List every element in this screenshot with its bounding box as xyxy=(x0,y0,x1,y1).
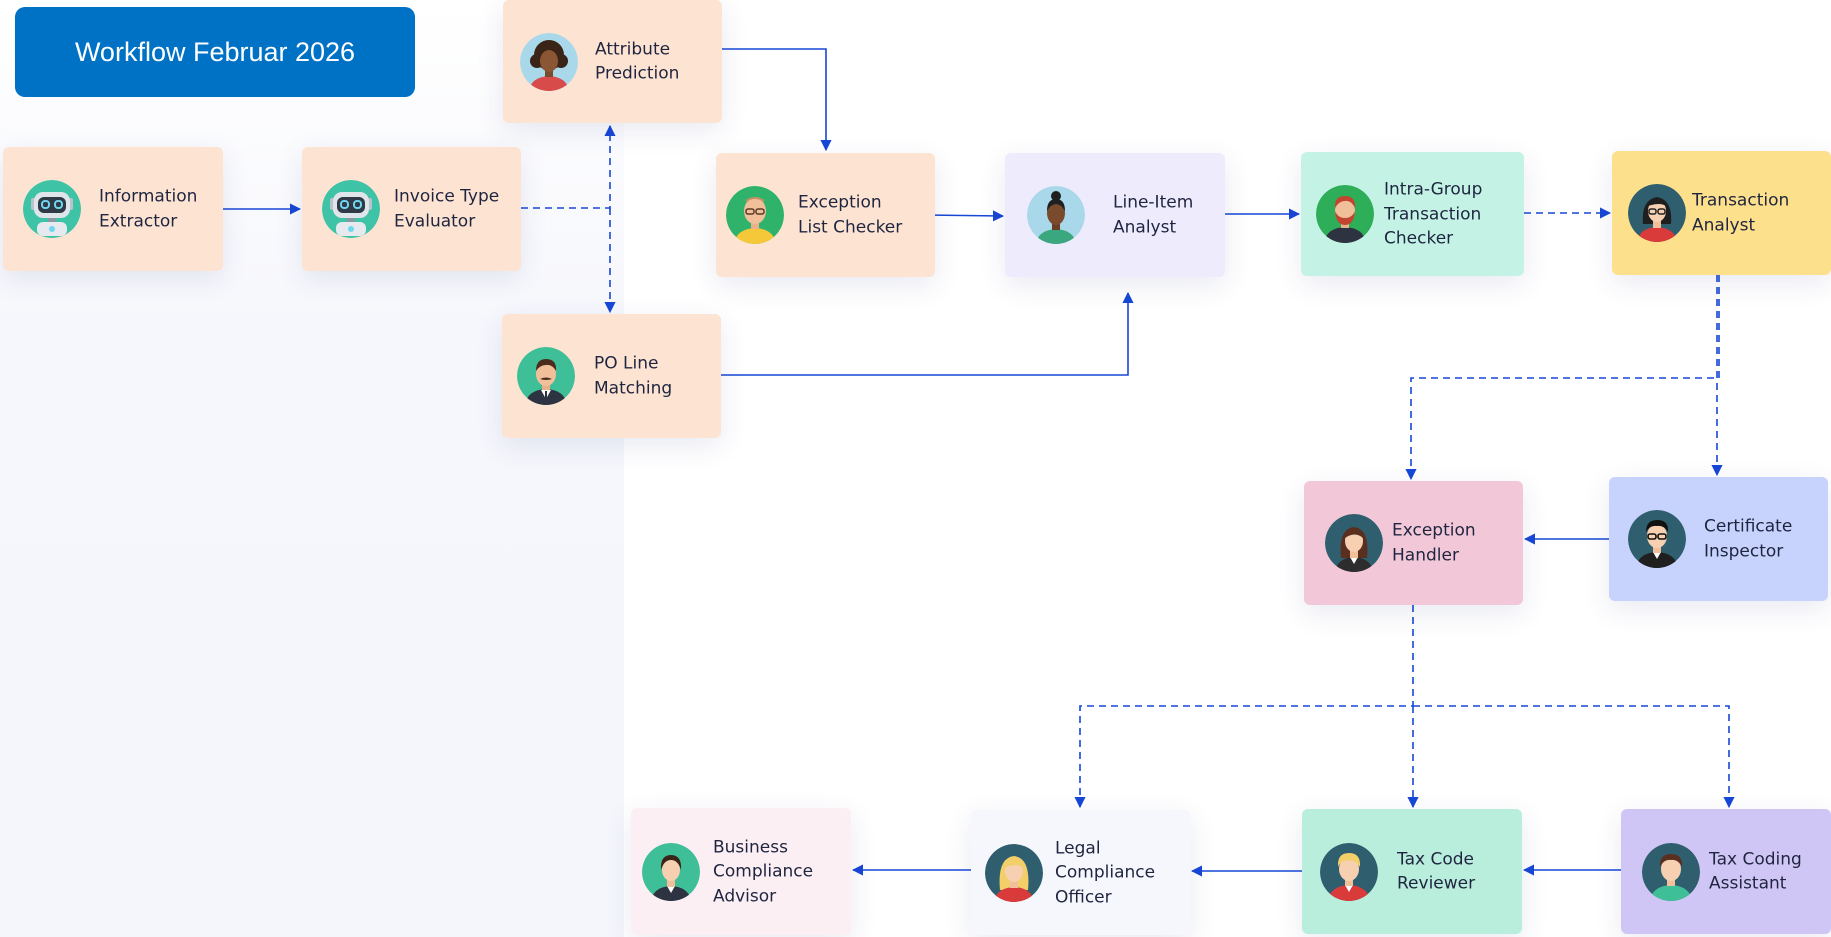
node-tax-code-reviewer[interactable]: Tax Code Reviewer xyxy=(1302,809,1522,934)
node-label: Invoice Type Evaluator xyxy=(394,186,500,232)
node-legal-compliance-officer[interactable]: Legal Compliance Officer xyxy=(971,810,1190,935)
edge-exception-handler-to-legal-compliance-officer xyxy=(1074,605,1414,809)
blonde-man-avatar-icon xyxy=(1320,842,1378,901)
node-intra-group-transaction-checker[interactable]: Intra-Group Transaction Checker xyxy=(1301,152,1524,276)
woman-glasses-avatar-icon xyxy=(1628,184,1686,242)
node-label: Line-Item Analyst xyxy=(1113,192,1194,238)
node-label: Information Extractor xyxy=(99,186,198,232)
node-exception-handler[interactable]: Exception Handler xyxy=(1304,481,1523,605)
node-label: Intra-Group Transaction Checker xyxy=(1384,179,1483,249)
node-certificate-inspector[interactable]: Certificate Inspector xyxy=(1609,477,1828,601)
robot-icon xyxy=(23,180,81,238)
node-information-extractor[interactable]: Information Extractor xyxy=(3,147,223,271)
node-invoice-type-evaluator[interactable]: Invoice Type Evaluator xyxy=(302,147,521,271)
node-attribute-prediction[interactable]: Attribute Prediction xyxy=(503,0,722,123)
node-business-compliance-advisor[interactable]: Business Compliance Advisor xyxy=(631,808,851,935)
node-label: Tax Coding Assistant xyxy=(1709,849,1802,894)
node-exception-list-checker[interactable]: Exception List Checker xyxy=(716,153,935,277)
node-label: Legal Compliance Officer xyxy=(1055,837,1156,907)
bald-man-glasses-avatar-icon xyxy=(726,186,784,244)
man-mustache-avatar-icon xyxy=(517,347,575,405)
node-label: Business Compliance Advisor xyxy=(713,836,814,906)
woman-long-hair-avatar-icon xyxy=(1325,514,1383,572)
node-line-item-analyst[interactable]: Line-Item Analyst xyxy=(1005,153,1225,277)
node-label: Transaction Analyst xyxy=(1692,190,1790,236)
blonde-woman-avatar-icon xyxy=(985,843,1043,902)
man-green-shirt-avatar-icon xyxy=(1642,842,1700,901)
businesswoman-avatar-icon xyxy=(642,842,700,901)
woman-bun-avatar-icon xyxy=(1027,186,1085,244)
edge-exception-handler-to-tax-coding-assistant xyxy=(1413,705,1735,809)
workflow-title: Workflow Februar 2026 xyxy=(15,7,415,97)
node-po-line-matching[interactable]: PO Line Matching xyxy=(502,314,721,438)
node-label: Exception List Checker xyxy=(798,192,903,238)
woman-curly-hair-avatar-icon xyxy=(520,32,578,91)
bearded-man-avatar-icon xyxy=(1316,185,1374,243)
node-label: Attribute Prediction xyxy=(595,39,680,84)
man-glasses-avatar-icon xyxy=(1628,510,1686,568)
node-label: PO Line Matching xyxy=(594,353,673,399)
edge-attribute-prediction-to-exception-list-checker xyxy=(722,48,832,152)
robot-icon xyxy=(322,180,380,238)
node-label: Certificate Inspector xyxy=(1704,516,1793,562)
node-transaction-analyst[interactable]: Transaction Analyst xyxy=(1612,151,1831,275)
node-label: Tax Code Reviewer xyxy=(1397,849,1476,894)
node-tax-coding-assistant[interactable]: Tax Coding Assistant xyxy=(1621,809,1831,934)
canvas-left-panel xyxy=(0,0,624,937)
edge-po-line-matching-to-line-item-analyst xyxy=(721,291,1134,376)
node-label: Exception Handler xyxy=(1392,520,1476,566)
edge-transaction-analyst-to-exception-handler xyxy=(1405,275,1720,481)
workflow-title-text: Workflow Februar 2026 xyxy=(74,36,356,67)
edge-exception-list-checker-to-line-item-analyst xyxy=(924,210,1005,222)
